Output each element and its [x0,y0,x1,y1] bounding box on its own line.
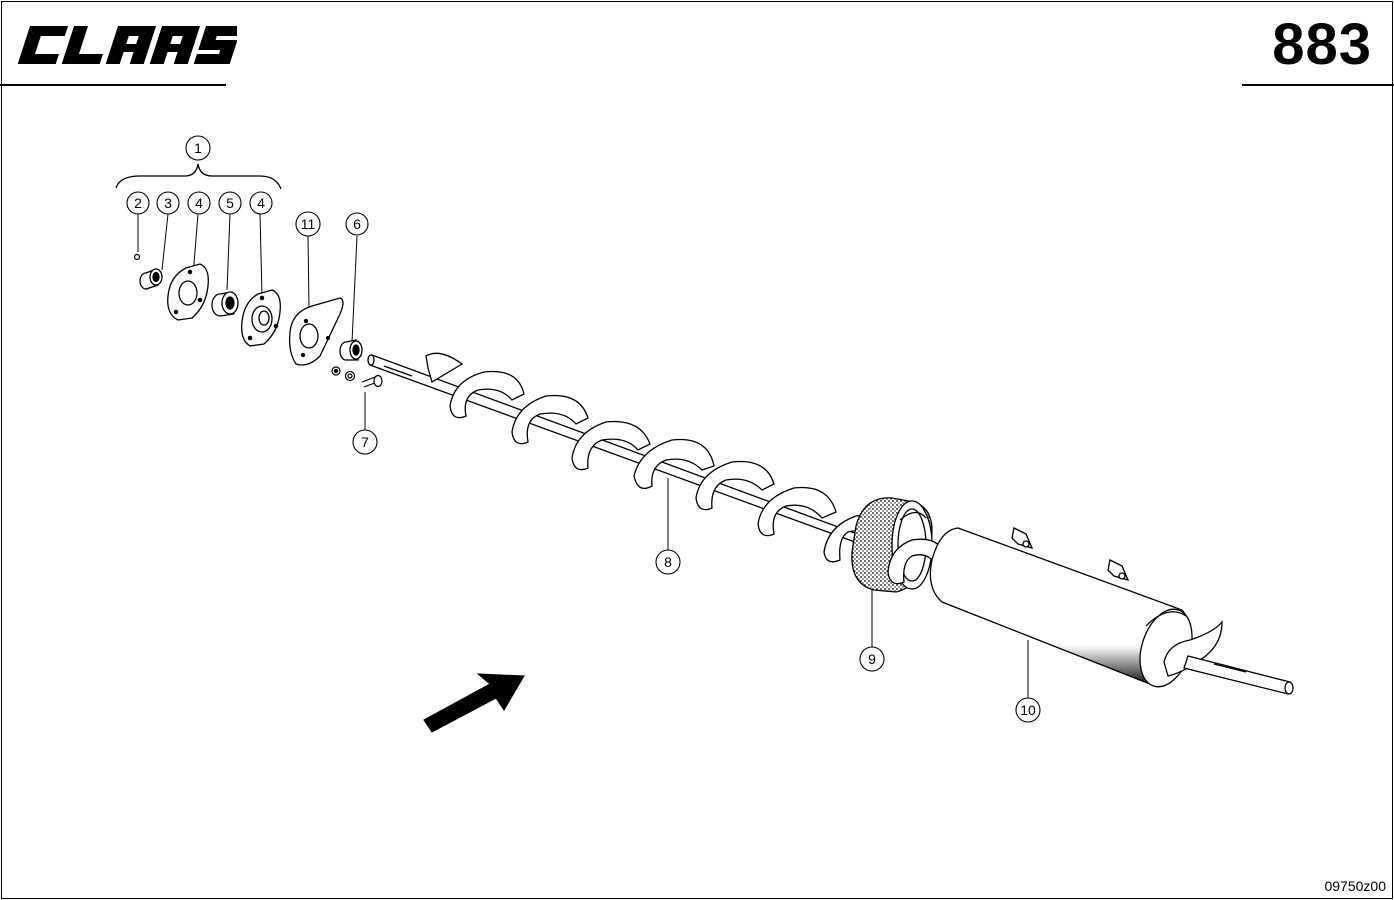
part-4-flange-right [241,289,281,347]
flow-direction-arrow [423,673,525,733]
claas-logo-graphic [17,26,237,64]
drawing-code: 09750z00 [1324,878,1386,894]
auger-end-shaft [1163,620,1294,695]
svg-text:1: 1 [194,140,202,156]
svg-text:7: 7 [361,434,369,450]
svg-text:9: 9 [868,651,876,667]
part-8-auger [367,352,885,563]
part-2-ball [133,253,141,261]
callout-11: 11 [295,211,321,237]
part-3-bush [139,268,163,290]
callout-8: 8 [655,549,681,575]
page-number: 883 [1272,12,1372,77]
svg-text:6: 6 [353,216,361,232]
svg-text:4: 4 [195,195,203,211]
callout-5: 5 [218,191,242,215]
svg-text:4: 4 [257,195,265,211]
callout-3: 3 [156,191,180,215]
part-6-spacer [339,339,363,361]
leader-lines [137,213,1029,698]
part-11-plate [288,297,344,366]
svg-text:8: 8 [664,554,672,570]
page-number-underline [1242,84,1394,86]
svg-text:3: 3 [164,195,172,211]
logo-underline [0,84,226,86]
part-4-flange-left [167,263,209,321]
part-5-bearing [211,291,239,317]
callout-4b: 4 [249,191,273,215]
svg-text:5: 5 [226,195,234,211]
auger-flight-in-ring [887,538,945,585]
claas-logo [12,20,237,70]
callout-1: 1 [185,135,211,161]
callout-2: 2 [126,191,150,215]
group-bracket [115,163,282,190]
svg-text:10: 10 [1020,702,1036,718]
callout-6: 6 [345,212,369,236]
callout-9: 9 [859,646,885,672]
part-10-tube [929,527,1193,688]
callout-4a: 4 [187,191,211,215]
svg-text:11: 11 [301,216,316,232]
svg-text:2: 2 [134,195,142,211]
callout-7: 7 [352,429,378,455]
callout-10: 10 [1015,697,1041,723]
part-7-bolt-set [331,366,383,388]
